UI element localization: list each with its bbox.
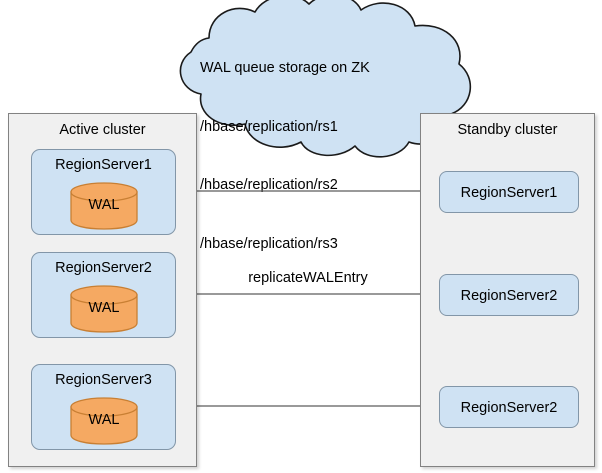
database-cylinder-icon bbox=[70, 182, 138, 230]
cloud-path-3: /hbase/replication/rs3 bbox=[200, 235, 338, 252]
wal-cylinder: WAL bbox=[70, 397, 138, 445]
standby-region-server-label: RegionServer1 bbox=[460, 185, 558, 201]
zookeeper-cloud: WAL queue storage on ZK /hbase/replicati… bbox=[143, 0, 479, 252]
wal-label: WAL bbox=[88, 300, 120, 316]
wal-cylinder: WAL bbox=[70, 285, 138, 333]
database-cylinder-icon bbox=[70, 285, 138, 333]
cloud-path-1: /hbase/replication/rs1 bbox=[200, 118, 338, 135]
standby-region-server-card[interactable]: RegionServer1 bbox=[439, 171, 579, 213]
cloud-text-block: WAL queue storage on ZK /hbase/replicati… bbox=[200, 20, 460, 293]
active-region-server-label: RegionServer2 bbox=[55, 260, 152, 276]
active-region-server-card[interactable]: RegionServer3 WAL bbox=[31, 364, 176, 450]
wal-label: WAL bbox=[88, 412, 120, 428]
database-cylinder-icon bbox=[70, 397, 138, 445]
active-region-server-card[interactable]: RegionServer1 WAL bbox=[31, 149, 176, 235]
standby-cluster-panel: Standby cluster RegionServer1 RegionServ… bbox=[420, 113, 595, 467]
standby-cluster-title: Standby cluster bbox=[457, 122, 558, 138]
cloud-heading: WAL queue storage on ZK bbox=[200, 60, 370, 76]
wal-label: WAL bbox=[88, 197, 120, 213]
standby-region-server-card[interactable]: RegionServer2 bbox=[439, 386, 579, 428]
wal-cylinder: WAL bbox=[70, 182, 138, 230]
cloud-path-2: /hbase/replication/rs2 bbox=[200, 177, 338, 193]
active-region-server-label: RegionServer3 bbox=[55, 372, 152, 388]
active-region-server-label: RegionServer1 bbox=[55, 157, 152, 173]
active-cluster-panel: Active cluster RegionServer1 WAL RegionS… bbox=[8, 113, 197, 467]
active-cluster-title: Active cluster bbox=[59, 122, 146, 138]
standby-region-server-label: RegionServer2 bbox=[460, 288, 558, 304]
standby-region-server-label: RegionServer2 bbox=[460, 400, 558, 416]
active-region-server-card[interactable]: RegionServer2 WAL bbox=[31, 252, 176, 338]
replicate-wal-entry-label: replicateWALEntry bbox=[248, 270, 368, 286]
standby-region-server-card[interactable]: RegionServer2 bbox=[439, 274, 579, 316]
